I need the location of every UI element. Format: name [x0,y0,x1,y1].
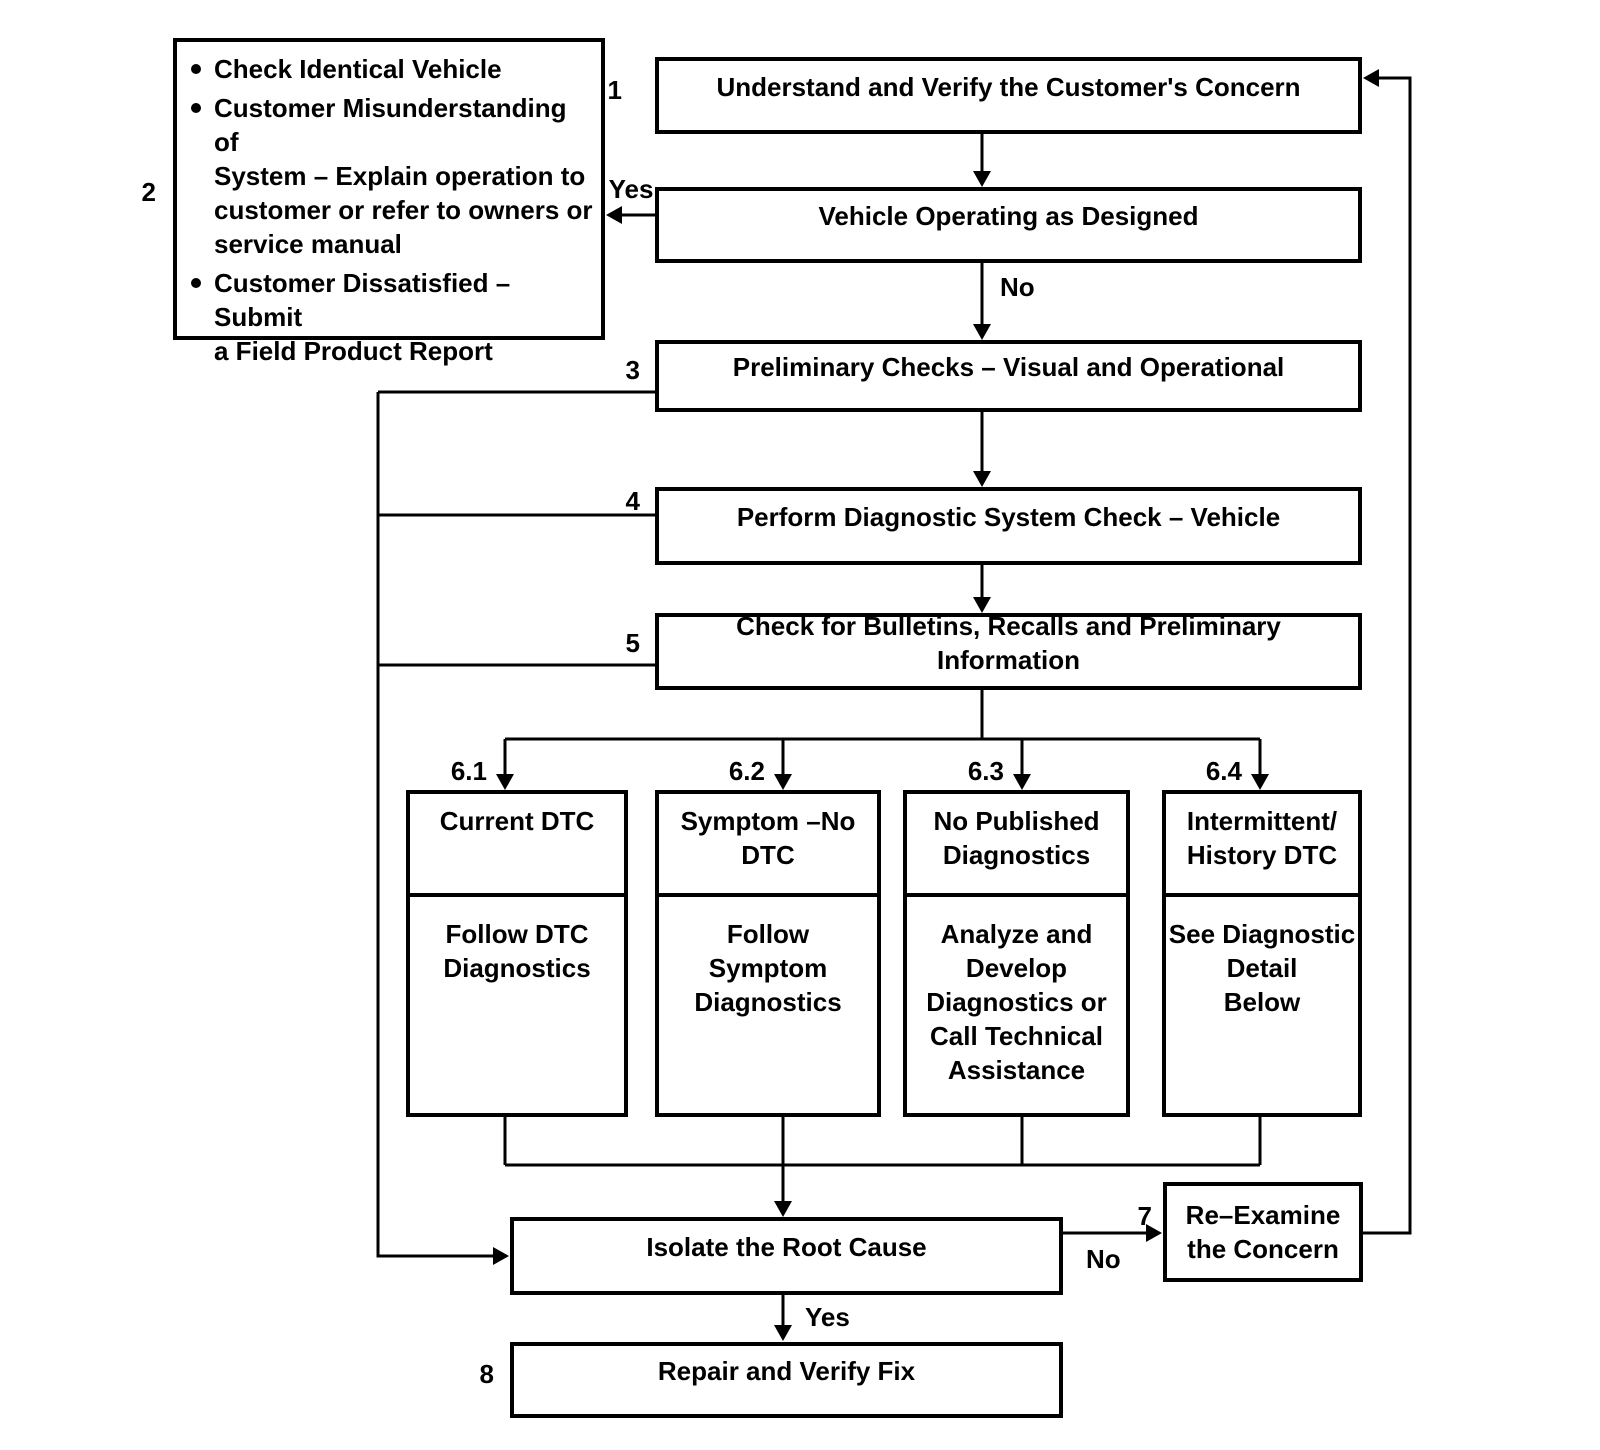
step-number-7: 7 [1137,1201,1152,1231]
step-number-8: 8 [479,1359,494,1389]
flow-box-customer-actions: Check Identical Vehicle Customer Misunde… [173,38,605,366]
flow-box-diagnostic-system-check: Perform Diagnostic System Check – Vehicl… [655,487,1362,565]
flow-box-vehicle-operating: Vehicle Operating as Designed [655,187,1362,263]
list-item: Check Identical Vehicle [191,52,595,86]
edge-label-no-vehicle: No [1000,272,1035,302]
flow-box-intermittent-history-dtc: Intermittent/ History DTC See Diagnostic… [1162,790,1362,1117]
edge-label-yes-vehicle: Yes [608,174,654,204]
flow-box-preliminary-checks: Preliminary Checks – Visual and Operatio… [655,340,1362,412]
edge-label-no-isolate: No [1086,1244,1121,1274]
dtc-box-title: Intermittent/ History DTC [1166,794,1358,897]
customer-actions-list: Check Identical Vehicle Customer Misunde… [177,52,601,368]
list-item: Customer Misunderstanding of System – Ex… [191,91,595,261]
step-number-6-1: 6.1 [450,756,487,786]
step-number-3: 3 [625,355,640,385]
flow-box-current-dtc: Current DTC Follow DTC Diagnostics [406,790,628,1117]
step-number-6-2: 6.2 [728,756,765,786]
step-number-6-3: 6.3 [967,756,1004,786]
dtc-box-action: See Diagnostic Detail Below [1168,919,1356,1017]
dtc-box-title: Symptom –No DTC [659,794,877,897]
dtc-box-title: No Published Diagnostics [907,794,1126,897]
dtc-box-title: Current DTC [410,794,624,897]
bullet-text: Check Identical Vehicle [214,54,502,84]
step-number-2: 2 [141,177,156,207]
bullet-icon [191,278,201,288]
flow-box-check-bulletins: Check for Bulletins, Recalls and Prelimi… [655,611,1362,690]
step-number-6-4: 6.4 [1205,756,1242,786]
edge-label-yes-isolate: Yes [805,1302,850,1332]
flow-box-repair-verify-fix: Repair and Verify Fix [510,1342,1063,1418]
flow-box-no-published-diagnostics: No Published Diagnostics Analyze and Dev… [903,790,1130,1117]
dtc-box-action: Follow Symptom Diagnostics [694,919,842,1017]
bullet-icon [191,64,201,74]
flow-box-reexamine-concern: Re–Examine the Concern [1163,1182,1363,1282]
flow-box-isolate-root-cause: Isolate the Root Cause [510,1217,1063,1295]
step-number-1: 1 [607,75,622,105]
list-item: Customer Dissatisfied – Submit a Field P… [191,266,595,368]
flow-box-symptom-no-dtc: Symptom –No DTC Follow Symptom Diagnosti… [655,790,881,1117]
dtc-box-action: Analyze and Develop Diagnostics or Call … [926,919,1107,1085]
step-number-5: 5 [625,628,640,658]
arrow-return-to-step1 [1363,69,1412,1235]
bullet-text: Customer Dissatisfied – Submit a Field P… [214,268,511,366]
arrow-feedback-to-isolate [376,392,509,1265]
bullet-text: Customer Misunderstanding of System – Ex… [214,93,593,259]
flow-box-understand-concern: Understand and Verify the Customer's Con… [655,57,1362,134]
step-number-4: 4 [625,486,640,516]
bullet-icon [191,103,201,113]
dtc-box-action: Follow DTC Diagnostics [443,919,591,983]
